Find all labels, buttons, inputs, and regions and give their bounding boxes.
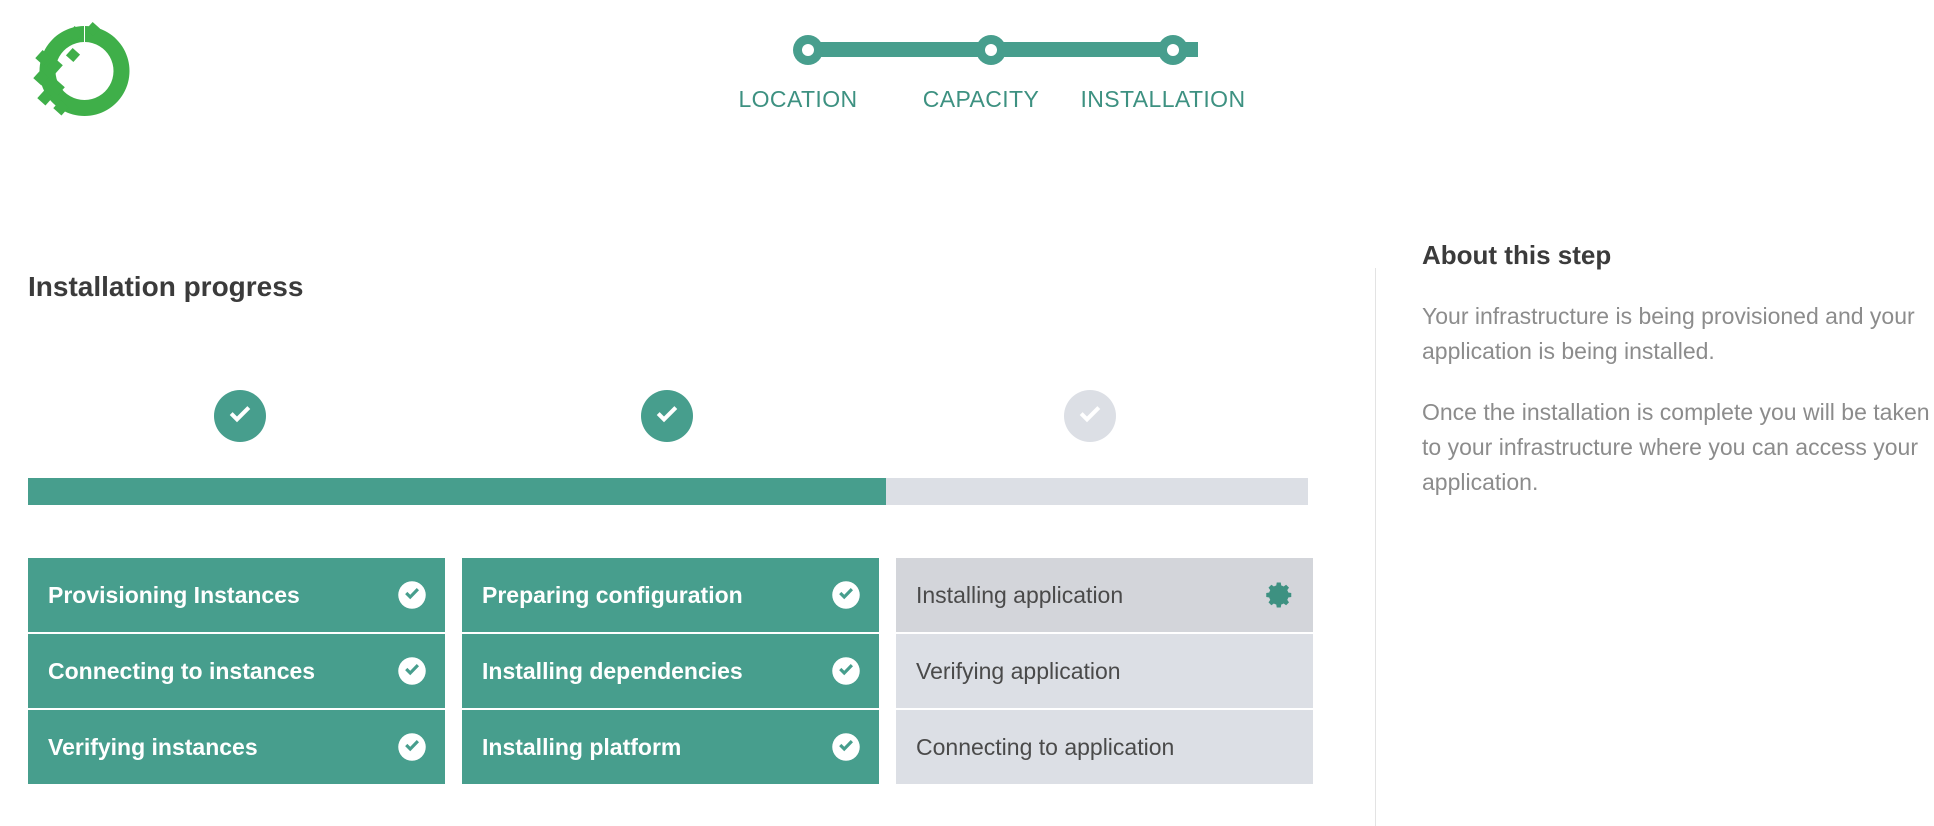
stepper-label-installation: INSTALLATION	[1080, 86, 1246, 112]
check-circle-icon	[397, 732, 427, 762]
phase-check-icon-3	[1064, 390, 1116, 442]
about-title: About this step	[1422, 240, 1612, 270]
check-circle-icon	[397, 580, 427, 610]
stepper-node-capacity[interactable]	[976, 35, 1006, 65]
check-circle-icon	[831, 580, 861, 610]
task-row[interactable]: Installing dependencies	[462, 634, 879, 708]
task-row[interactable]: Connecting to application	[896, 710, 1313, 784]
task-row[interactable]: Connecting to instances	[28, 634, 445, 708]
task-row[interactable]: Installing application	[896, 558, 1313, 632]
stepper-label-location: LOCATION	[738, 86, 858, 112]
task-label: Installing dependencies	[482, 657, 743, 684]
about-this-step-panel: About this step Your infrastructure is b…	[1422, 240, 1934, 526]
about-paragraph-1: Your infrastructure is being provisioned…	[1422, 303, 1915, 364]
stepper-node-dot	[802, 44, 814, 56]
task-label: Installing application	[916, 581, 1124, 608]
wizard-stepper: LOCATION CAPACITY INSTALLATION	[736, 14, 1245, 124]
task-label: Preparing configuration	[482, 581, 743, 608]
task-row[interactable]: Installing platform	[462, 710, 879, 784]
installation-progress-fill	[28, 478, 886, 505]
stepper-label-capacity: CAPACITY	[922, 86, 1040, 112]
task-row[interactable]: Preparing configuration	[462, 558, 879, 632]
about-paragraph-2: Once the installation is complete you wi…	[1422, 398, 1930, 495]
task-status-placeholder	[1265, 732, 1295, 762]
phase-check-icon-1	[214, 390, 266, 442]
gear-icon	[1265, 580, 1295, 610]
task-label: Verifying instances	[48, 733, 258, 760]
page-title: Installation progress	[28, 271, 304, 302]
task-label: Connecting to application	[916, 733, 1175, 760]
phase-indicator-row	[0, 390, 1320, 450]
sidebar-divider	[1375, 268, 1376, 826]
task-row[interactable]: Provisioning Instances	[28, 558, 445, 632]
check-circle-icon	[397, 656, 427, 686]
installation-progress-bar	[28, 478, 1308, 505]
task-label: Installing platform	[482, 733, 682, 760]
task-label: Verifying application	[916, 657, 1121, 684]
task-row[interactable]: Verifying application	[896, 634, 1313, 708]
task-label: Provisioning Instances	[48, 581, 300, 608]
task-status-placeholder	[1265, 656, 1295, 686]
stepper-node-installation[interactable]	[1158, 35, 1188, 65]
check-circle-icon	[831, 732, 861, 762]
phase-check-icon-2	[641, 390, 693, 442]
task-label: Connecting to instances	[48, 657, 316, 684]
brand-logo	[26, 16, 144, 126]
check-circle-icon	[831, 656, 861, 686]
stepper-node-dot	[985, 44, 997, 56]
stepper-node-location[interactable]	[793, 35, 823, 65]
stepper-node-dot	[1167, 44, 1179, 56]
task-row[interactable]: Verifying instances	[28, 710, 445, 784]
